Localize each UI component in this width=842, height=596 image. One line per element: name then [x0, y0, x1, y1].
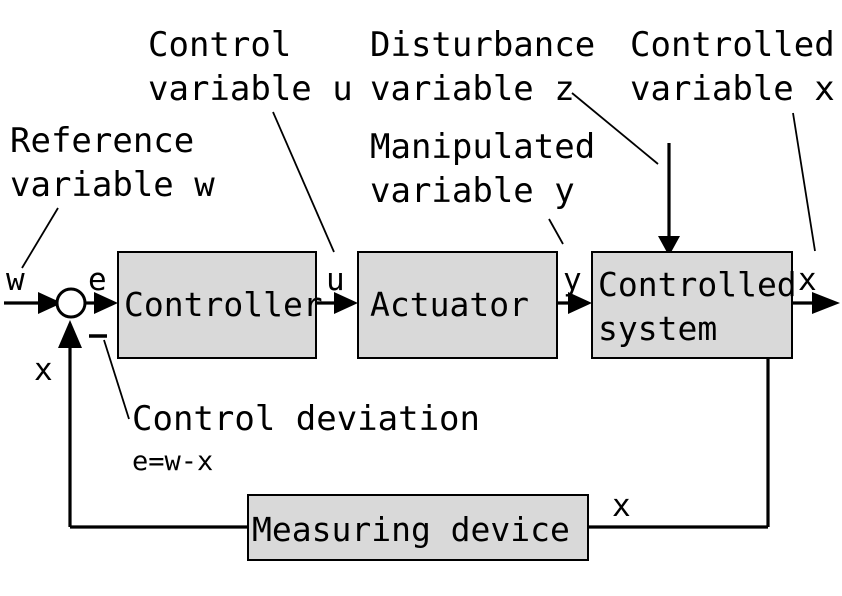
block-actuator-rect[interactable]	[357, 251, 558, 359]
block-controlled-system[interactable]: Controlled system	[591, 251, 797, 359]
annotation-control: Control variable u	[148, 25, 353, 253]
block-measuring-device-rect[interactable]	[247, 494, 589, 561]
leader-line-deviation	[103, 339, 130, 420]
annotation-manipulated-line2: variable y	[370, 171, 575, 211]
arrowhead-e	[94, 292, 118, 314]
block-measuring-device-label: Measuring device	[252, 510, 570, 549]
block-actuator[interactable]: Actuator	[357, 251, 558, 359]
leader-line-disturbance	[571, 92, 659, 165]
signal-label-x-feedback-bottom: x	[612, 488, 631, 524]
arrowhead-y	[568, 292, 592, 314]
leader-line-manipulated	[548, 218, 564, 245]
annotation-manipulated-line1: Manipulated	[370, 127, 595, 167]
annotation-manipulated: Manipulated variable y	[370, 127, 595, 245]
block-controlled-system-label-line1: Controlled	[598, 265, 797, 304]
signal-label-x-feedback-left: x	[34, 352, 53, 388]
leader-line-reference	[21, 207, 59, 269]
signal-label-x-output: x	[798, 262, 817, 298]
block-measuring-device[interactable]: Measuring device	[247, 494, 589, 561]
signal-label-e: e	[88, 262, 107, 298]
annotation-controlled-line1: Controlled	[630, 25, 835, 65]
annotation-deviation-equation: e=w-x	[132, 446, 213, 477]
annotation-disturbance-line2: variable z	[370, 69, 575, 109]
block-controller-rect[interactable]	[117, 251, 317, 359]
leader-line-controlled	[792, 112, 816, 252]
block-controlled-system-rect[interactable]	[591, 251, 793, 359]
annotation-controlled: Controlled variable x	[630, 25, 835, 252]
annotation-reference-line1: Reference	[10, 121, 194, 161]
leader-line-control	[272, 111, 335, 253]
annotation-reference-line2: variable w	[10, 165, 215, 205]
block-controller-label: Controller	[124, 285, 323, 324]
annotation-controlled-line2: variable x	[630, 69, 835, 109]
annotation-disturbance-line1: Disturbance	[370, 25, 595, 65]
arrowhead-w-input	[38, 292, 62, 314]
annotation-reference: Reference variable w	[10, 121, 215, 269]
annotation-deviation: Control deviation e=w-x	[103, 339, 480, 477]
annotation-deviation-line1: Control deviation	[132, 399, 480, 439]
arrowhead-z-input	[658, 236, 680, 256]
signal-label-y: y	[563, 262, 582, 298]
annotation-disturbance: Disturbance variable z	[370, 25, 659, 165]
block-controller[interactable]: Controller	[117, 251, 323, 359]
annotation-control-line2: variable u	[148, 69, 353, 109]
arrowhead-u	[334, 292, 358, 314]
signal-label-w: w	[6, 262, 25, 298]
block-controlled-system-label-line2: system	[598, 309, 717, 348]
annotation-control-line1: Control	[148, 25, 291, 65]
summing-junction-circle[interactable]	[55, 287, 87, 319]
summing-junction[interactable]	[55, 287, 107, 338]
block-actuator-label: Actuator	[370, 285, 529, 324]
signal-label-u: u	[326, 262, 345, 298]
arrowhead-feedback-into-sum	[58, 320, 82, 348]
arrowhead-x-output	[812, 292, 840, 314]
